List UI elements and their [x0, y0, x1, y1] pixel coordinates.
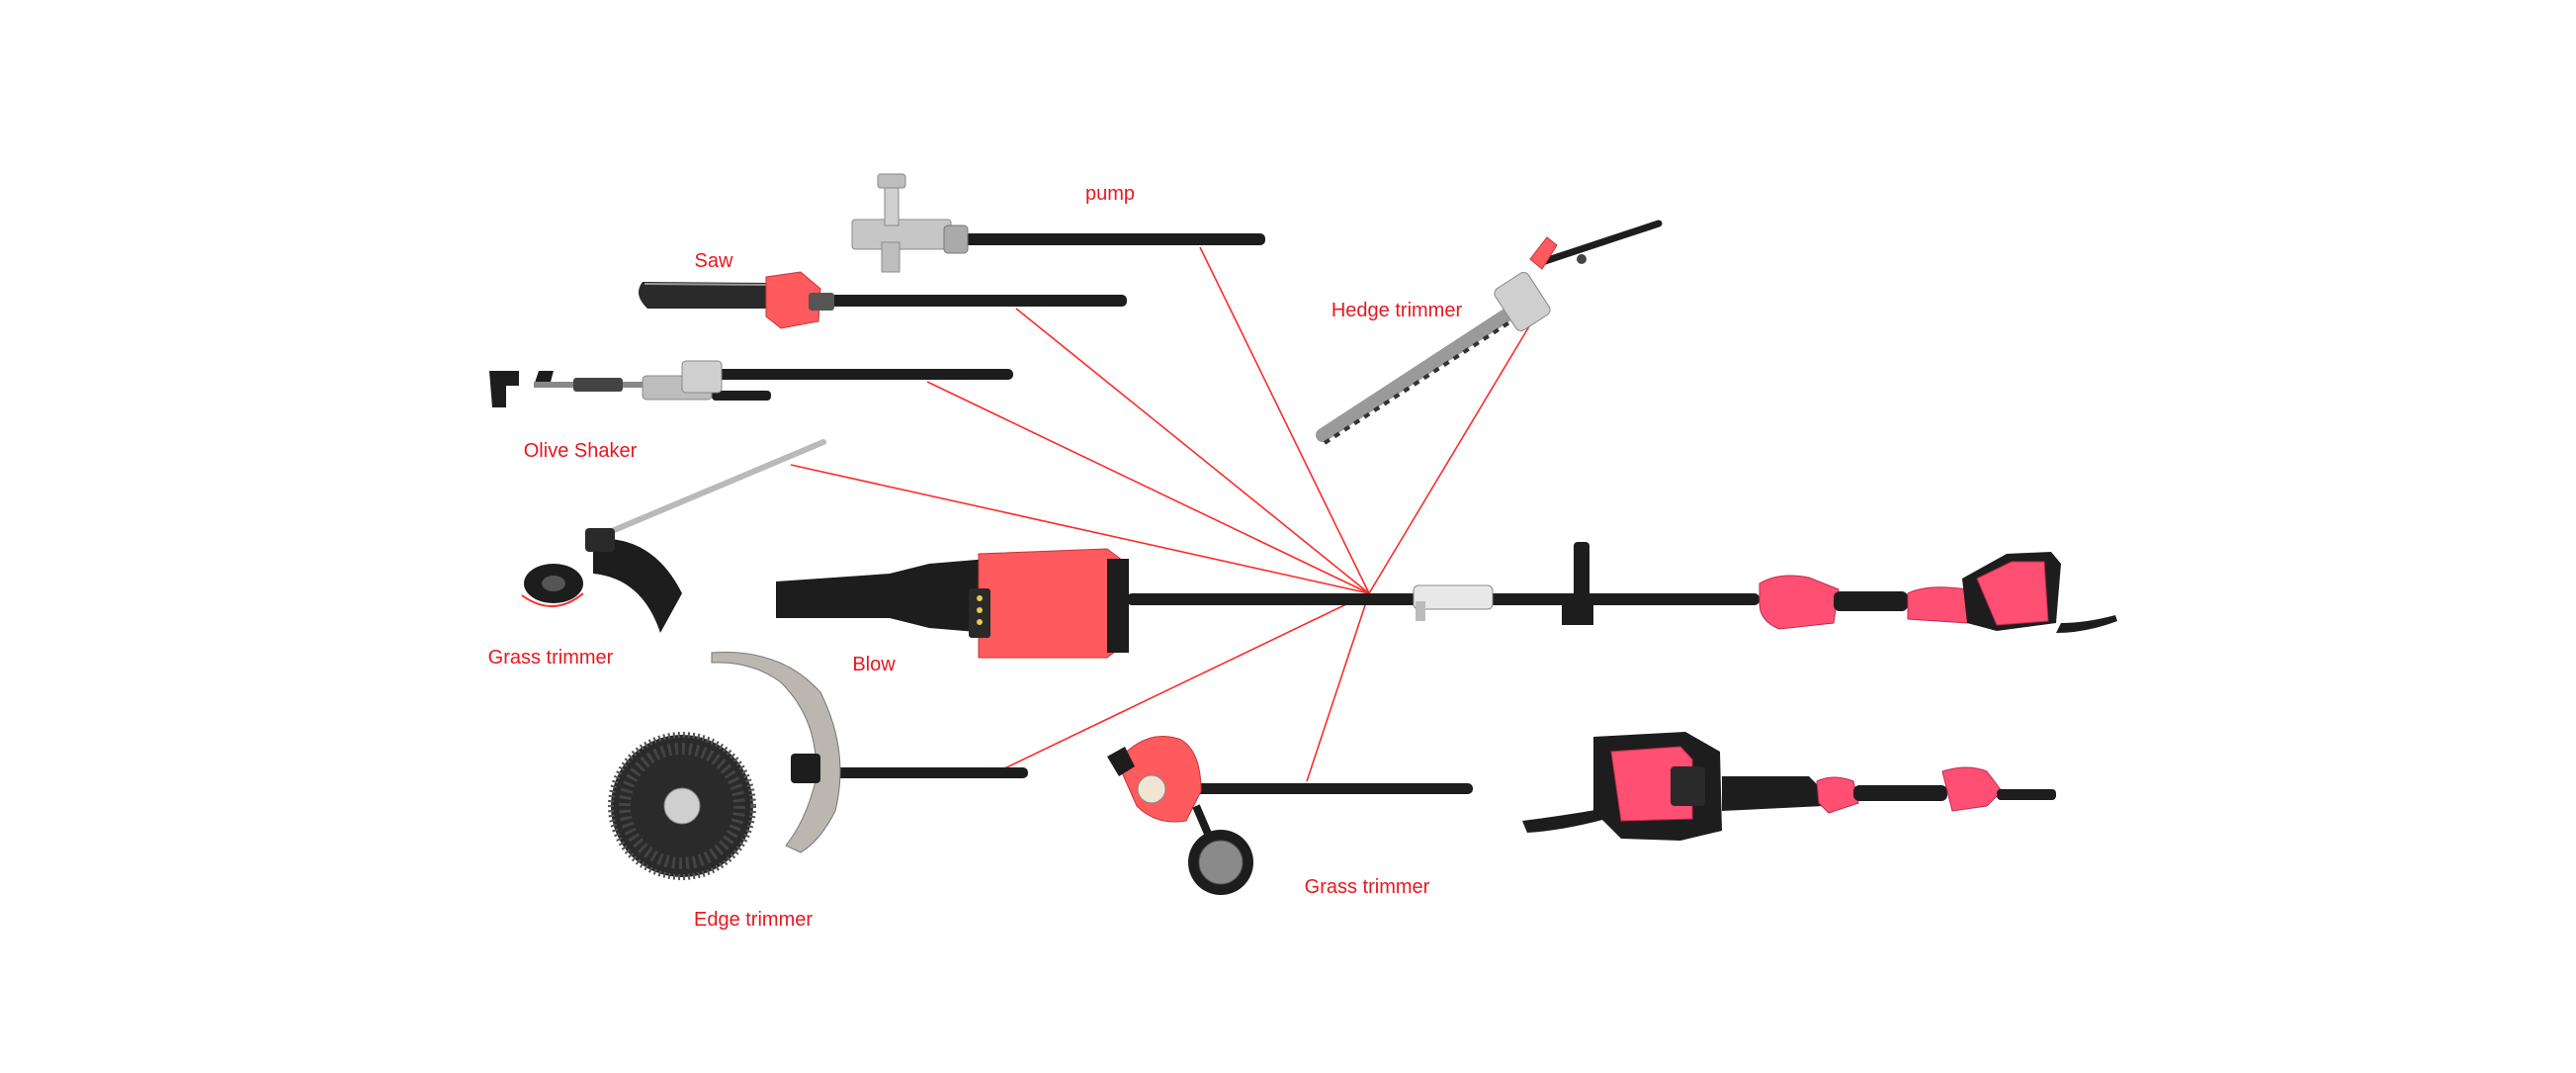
label-saw: Saw: [694, 250, 733, 272]
connector-grass-trimmer-bottom: [1306, 592, 1370, 782]
label-olive-shaker: Olive Shaker: [523, 440, 638, 462]
power-head-icon: [1127, 542, 2117, 633]
connector-olive-shaker: [926, 381, 1370, 594]
power-head-icon: [1522, 732, 2056, 841]
pole-saw-attachment-icon: [639, 271, 1127, 329]
connector-edge-trimmer: [997, 592, 1370, 772]
label-grass-trimmer-left: Grass trimmer: [487, 647, 614, 669]
olive-shaker-attachment-icon: [489, 360, 1013, 407]
connector-grass-trimmer-left: [790, 464, 1370, 594]
label-grass-trimmer-bottom: Grass trimmer: [1304, 876, 1430, 898]
wheel-edger-attachment-icon: [1107, 736, 1473, 895]
label-pump: pump: [1084, 183, 1136, 205]
label-hedge-trimmer: Hedge trimmer: [1331, 300, 1463, 321]
grass-trimmer-attachment-icon: [521, 439, 826, 633]
hedge-trimmer-attachment-icon: [1316, 220, 1663, 445]
brush-edge-trimmer-attachment-icon: [608, 652, 1028, 880]
connector-saw: [1015, 308, 1370, 594]
blower-attachment-icon: [776, 548, 1129, 659]
connector-hedge-trimmer: [1368, 315, 1536, 594]
label-edge-trimmer: Edge trimmer: [693, 909, 814, 931]
connector-pump: [1199, 246, 1370, 594]
pump-attachment-icon: [851, 173, 1265, 273]
connector-lines: [790, 246, 1536, 782]
label-blow: Blow: [852, 654, 896, 675]
